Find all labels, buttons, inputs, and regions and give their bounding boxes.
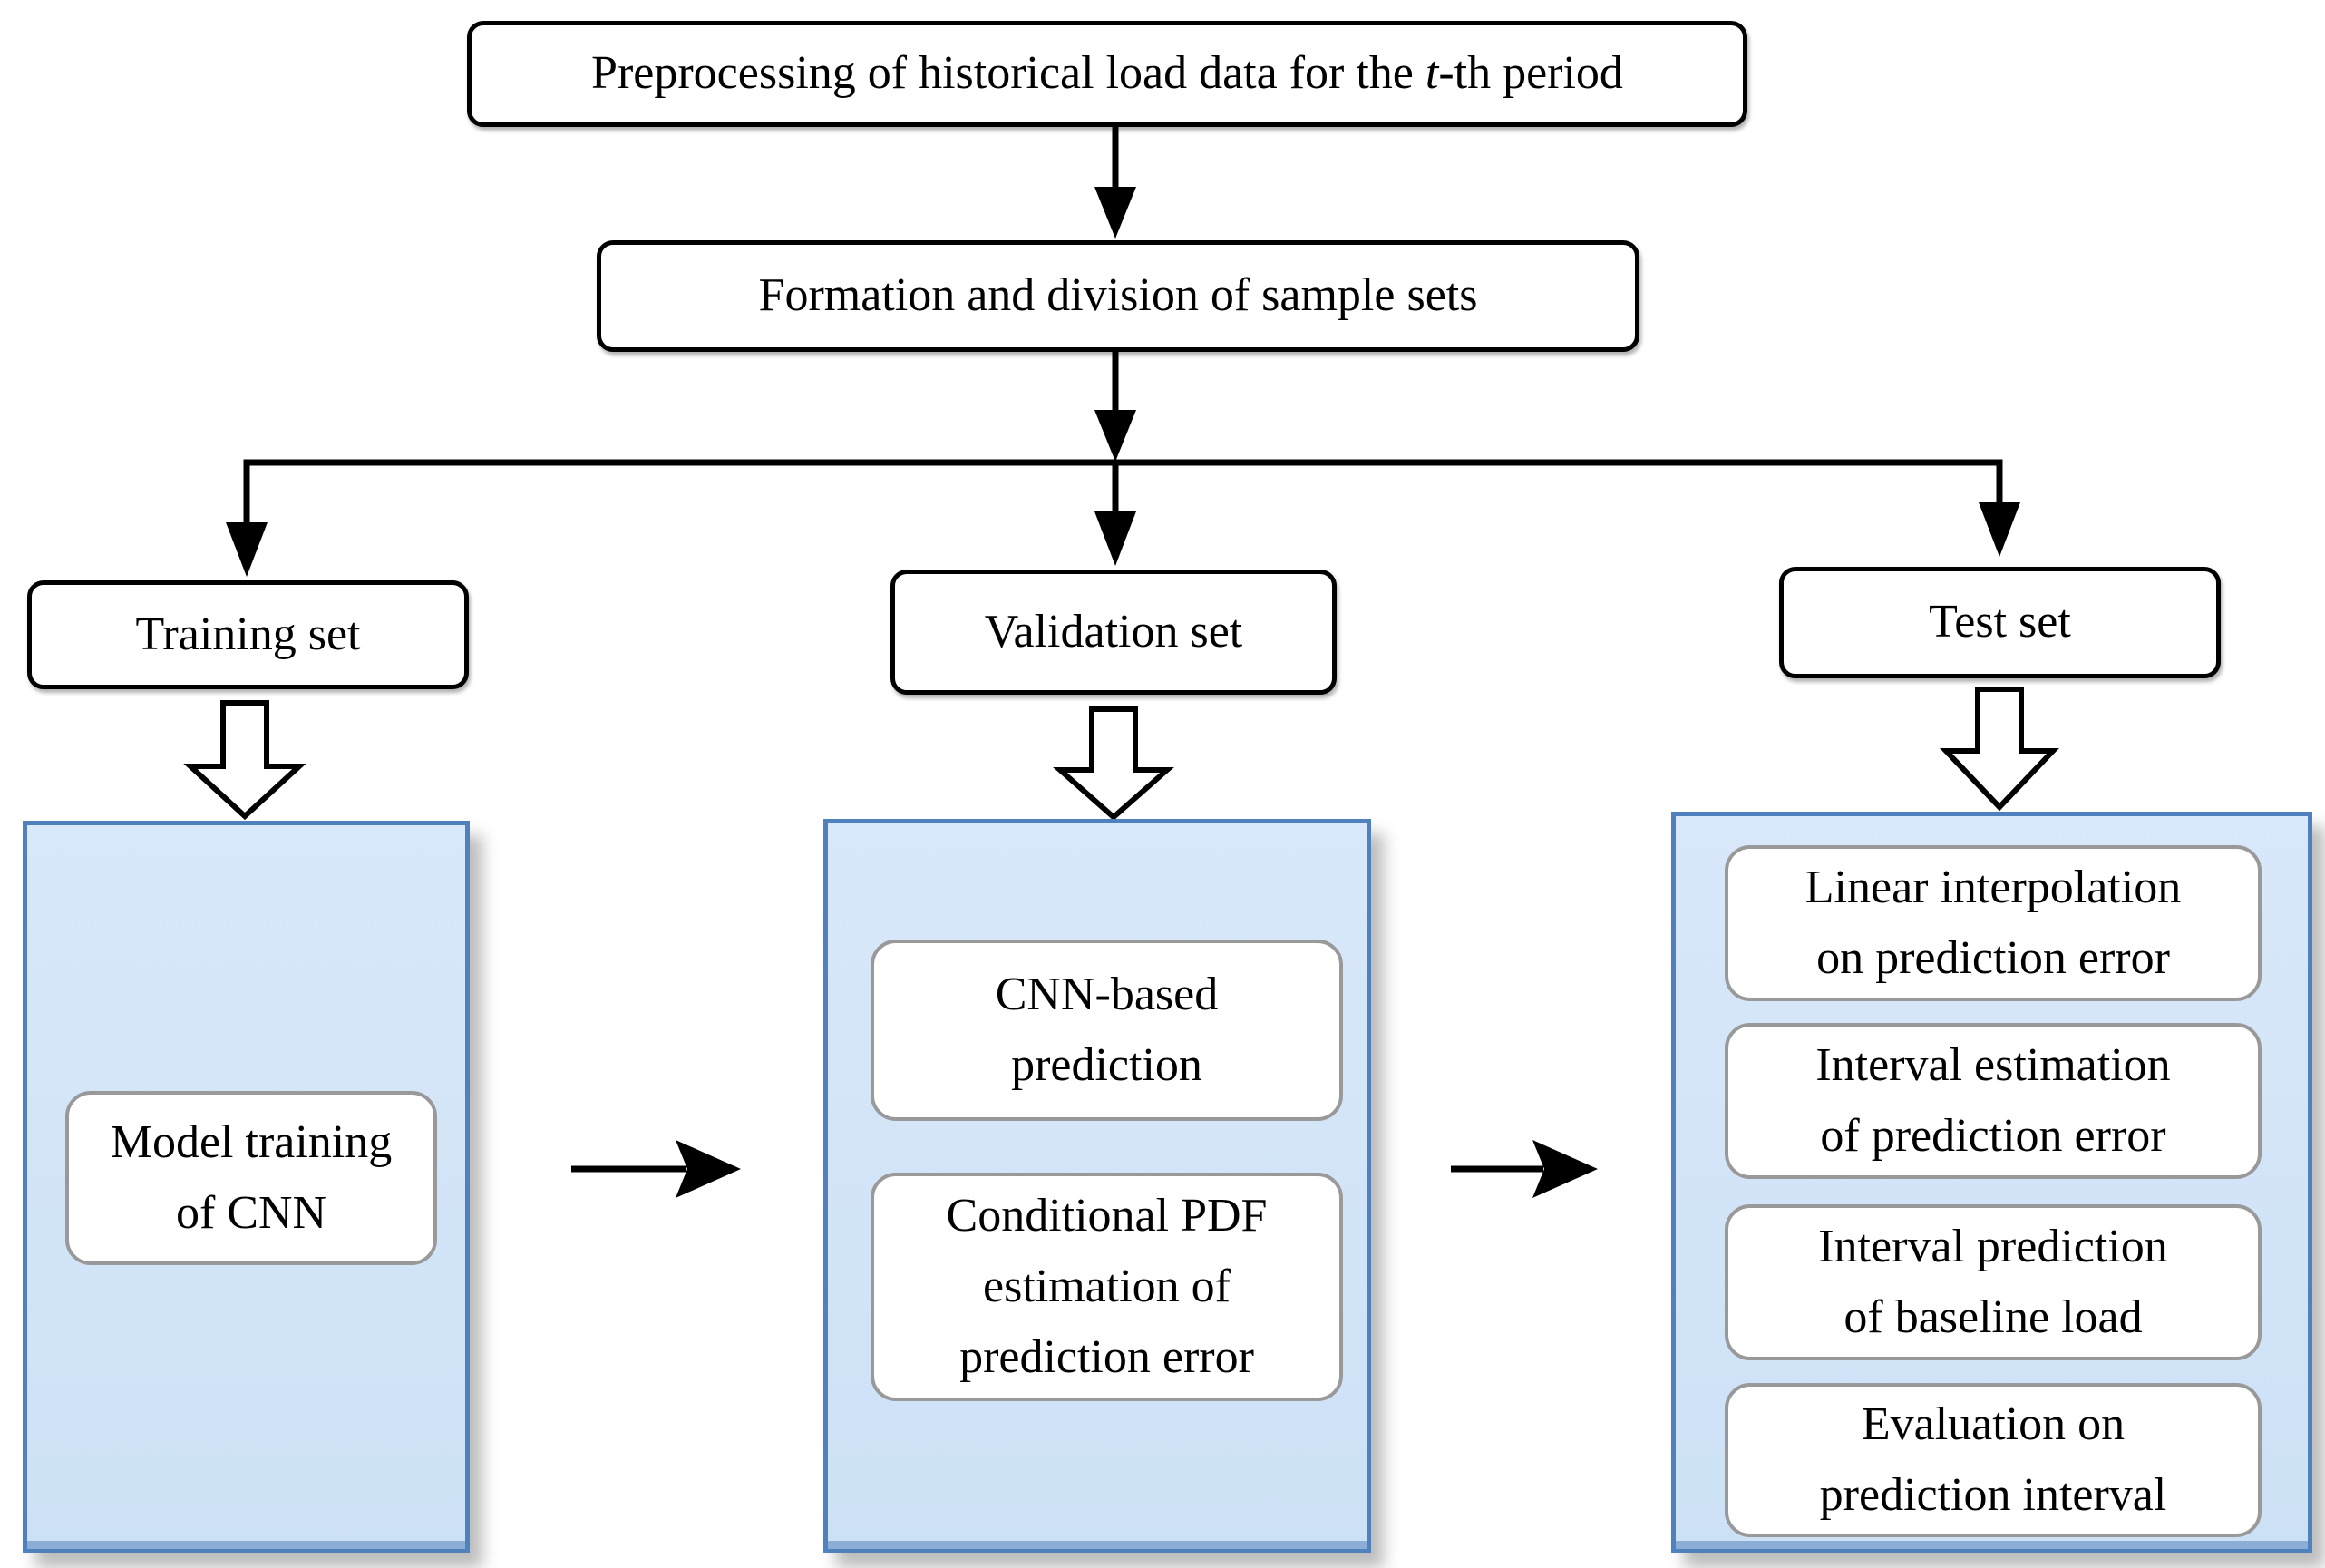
step-interval-estimation: Interval estimation of prediction error bbox=[1725, 1023, 2262, 1179]
training-set-label: Training set bbox=[135, 608, 361, 660]
step-model-training: Model training of CNN bbox=[65, 1091, 437, 1265]
test-set-label: Test set bbox=[1929, 596, 2071, 648]
test-set-box: Test set bbox=[1779, 567, 2221, 678]
arrow-branch-to-test-head bbox=[1979, 502, 2020, 557]
block-arrow-training-to-panel bbox=[183, 700, 306, 821]
step-evaluation: Evaluation on prediction interval bbox=[1725, 1383, 2262, 1537]
preprocessing-label: Preprocessing of historical load data fo… bbox=[591, 45, 1623, 102]
formation-box: Formation and division of sample sets bbox=[597, 240, 1639, 352]
validation-panel: CNN-based prediction Conditional PDF est… bbox=[823, 819, 1371, 1553]
step-interval-prediction: Interval prediction of baseline load bbox=[1725, 1204, 2262, 1360]
training-set-box: Training set bbox=[27, 580, 469, 689]
formation-label: Formation and division of sample sets bbox=[758, 269, 1478, 322]
step-cnn-prediction: CNN-based prediction bbox=[871, 940, 1343, 1121]
block-arrow-validation-to-panel bbox=[1053, 706, 1174, 821]
step-linear-interpolation: Linear interpolation on prediction error bbox=[1725, 845, 2262, 1001]
validation-set-box: Validation set bbox=[890, 570, 1337, 695]
arrow-panel1-to-panel2-head bbox=[676, 1140, 741, 1198]
arrow-panel2-to-panel3-head bbox=[1532, 1140, 1598, 1198]
test-panel: Linear interpolation on prediction error… bbox=[1671, 812, 2312, 1553]
arrow-preprocess-to-formation-head bbox=[1094, 187, 1136, 239]
validation-set-label: Validation set bbox=[984, 605, 1243, 657]
preprocessing-box: Preprocessing of historical load data fo… bbox=[467, 21, 1747, 127]
preprocessing-label-prefix: Preprocessing of historical load data fo… bbox=[591, 47, 1425, 100]
preprocessing-label-variable: t bbox=[1425, 47, 1439, 100]
arrow-branch-to-training-head bbox=[226, 522, 268, 577]
arrow-branch-to-validation-head bbox=[1094, 511, 1136, 566]
arrow-formation-to-branch-head bbox=[1094, 410, 1136, 462]
preprocessing-label-suffix: -th period bbox=[1438, 47, 1623, 100]
step-conditional-pdf: Conditional PDF estimation of prediction… bbox=[871, 1173, 1343, 1401]
training-panel: Model training of CNN bbox=[23, 821, 470, 1553]
block-arrow-test-to-panel bbox=[1940, 687, 2059, 812]
